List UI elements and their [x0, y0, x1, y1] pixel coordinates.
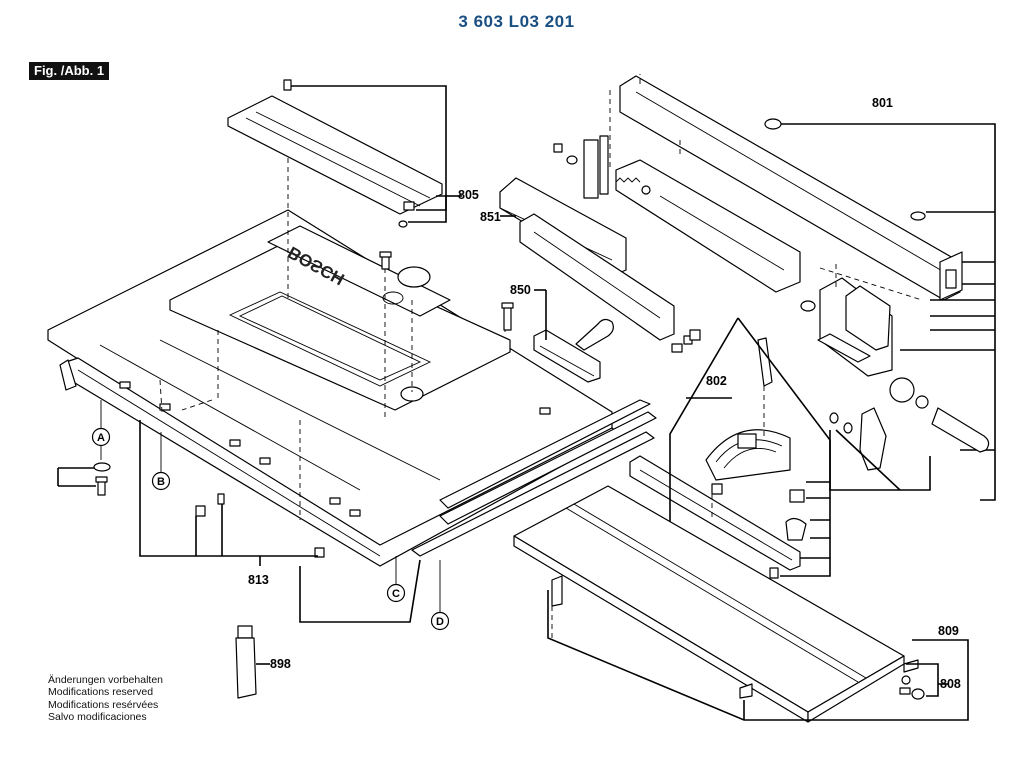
- part-805-insert-plate: 805: [227, 79, 479, 228]
- part-number-898: 898: [270, 657, 291, 671]
- part-number-850: 850: [510, 283, 531, 297]
- part-801-rip-fence: 801: [553, 74, 996, 501]
- part-number-851: 851: [480, 210, 501, 224]
- part-number-801: 801: [872, 96, 893, 110]
- part-898-lubricant-tube: 898: [235, 625, 291, 699]
- part-802-miter-gauge: 802: [629, 317, 831, 620]
- part-number-808: 808: [940, 677, 961, 691]
- part-850-fence-clamp: 850: [510, 283, 701, 383]
- part-809-extension-table: 809 808: [513, 485, 969, 723]
- note-german: Änderungen vorbehalten: [48, 674, 164, 686]
- callout-b: B: [157, 476, 165, 488]
- part-813-brackets: 813: [57, 420, 421, 623]
- callout-d: D: [436, 616, 444, 628]
- part-number-809: 809: [938, 624, 959, 638]
- part-number-802: 802: [706, 374, 727, 388]
- fence-lock-mechanism: [800, 264, 990, 491]
- table-screws: [93, 251, 514, 558]
- figure-label: Fig. /Abb. 1: [29, 62, 110, 80]
- modification-notes: Änderungen vorbehalten Modifications res…: [48, 674, 163, 724]
- note-french: Modifications resérvées: [48, 698, 159, 711]
- callout-a: A: [97, 432, 105, 444]
- note-english: Modifications reserved: [48, 686, 154, 699]
- part-851-fence-bar: 851: [480, 177, 675, 341]
- saw-table-assembly: BOSCH: [47, 209, 657, 567]
- note-spanish: Salvo modificaciones: [48, 711, 147, 724]
- callout-c: C: [392, 588, 400, 600]
- part-number-813: 813: [248, 573, 269, 587]
- part-number-805: 805: [458, 188, 479, 202]
- document-number: 3 603 L03 201: [458, 12, 575, 31]
- callout-markers: A B C D: [91, 400, 450, 631]
